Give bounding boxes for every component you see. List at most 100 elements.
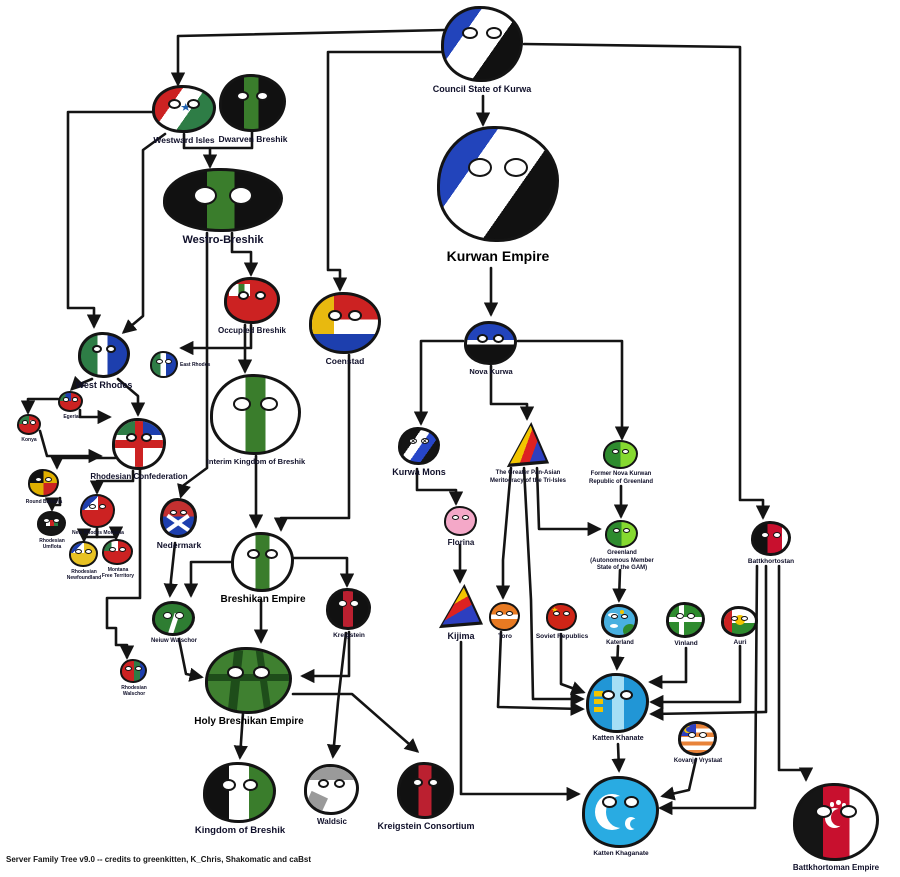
rhodesian-umflota-eyes	[43, 518, 61, 524]
rhodesian-umflota-eye-icon	[43, 518, 51, 524]
battkhortostan-eye-icon	[772, 531, 781, 538]
nedermark-eyes	[167, 509, 189, 515]
katerland-eye-icon	[610, 614, 618, 620]
node-council-state-of-kurwa-ball	[441, 6, 523, 82]
rhodesian-walschor-eye-icon	[125, 666, 133, 672]
former-nova-kurwan-greenland-eye-icon	[611, 448, 619, 454]
new-rhodes-montana-eye-icon	[88, 503, 96, 509]
node-occupied-breshik-ball	[224, 277, 280, 324]
vinland-decor-1	[669, 617, 702, 622]
node-nova-kurwa-ball	[464, 321, 517, 365]
node-waldsic-ball	[304, 764, 359, 815]
kurwa-mons-eye-icon: ✕	[420, 438, 429, 445]
battkhortoman-empire-eye-icon	[840, 804, 858, 818]
battkhortoman-empire-eye-icon	[814, 804, 832, 818]
katten-khaganate-eye-icon	[624, 796, 640, 809]
rhodesian-newfoundland-eye-icon	[84, 548, 92, 554]
node-kurwa-mons-ball: ✕✕	[398, 427, 440, 465]
dwarven-breshik-eyes	[231, 90, 275, 101]
konya-decor-0	[19, 416, 29, 425]
soviet-republics-eyes	[552, 611, 571, 617]
kingdom-of-breshik-eye-icon	[221, 779, 237, 792]
node-holy-breshikan-empire-ball	[205, 647, 292, 714]
vinland-eye-icon	[675, 612, 684, 619]
node-kurwan-empire-ball	[437, 126, 559, 242]
battkhortostan-eyes	[759, 531, 783, 538]
new-rhodes-montana-eye-icon	[99, 503, 107, 509]
node-round-baltavia-ball	[28, 469, 59, 497]
toro-eye-icon	[496, 610, 504, 616]
montana-free-territory-eye-icon	[118, 546, 126, 552]
waldsic-eyes	[314, 778, 349, 788]
konya-eye-icon	[21, 420, 28, 426]
coenstad-eyes	[321, 309, 369, 321]
west-rhodes-eyes	[87, 345, 120, 354]
katten-khanate-eyes	[597, 690, 638, 701]
vinland-eye-icon	[687, 612, 696, 619]
katten-khanate-eye-icon	[620, 690, 634, 701]
node-auri-ball	[721, 606, 758, 637]
nova-kurwa-eye-icon	[492, 333, 504, 343]
soviet-republics-decor-0	[551, 606, 559, 613]
westro-breshik-eye-icon	[228, 186, 253, 206]
rhodesian-confederation-decor-0	[115, 421, 139, 435]
florina-eyes	[450, 514, 471, 520]
kurwan-empire-eyes	[456, 157, 540, 177]
dwarven-breshik-eye-icon	[236, 90, 250, 101]
kovanje-vrystaat-eye-icon	[687, 731, 696, 738]
node-egeria-ball	[58, 391, 83, 412]
auri-decor-0	[724, 609, 733, 634]
nedermark-eye-icon	[169, 509, 177, 515]
kurwan-empire-eye-icon	[503, 157, 528, 177]
katerland-eyes	[608, 614, 630, 620]
coenstad-eye-icon	[327, 309, 342, 321]
rhodesian-walschor-eyes	[125, 666, 142, 672]
kurwa-mons-eyes: ✕✕	[406, 438, 432, 445]
soviet-republics-eye-icon	[553, 611, 561, 617]
former-nova-kurwan-greenland-eyes	[609, 448, 631, 454]
konya-eye-icon	[29, 420, 37, 426]
katten-khaganate-decor-3	[629, 818, 640, 830]
east-rhodes-eye-icon	[165, 358, 173, 364]
credits-text: Server Family Tree v9.0 -- credits to gr…	[6, 855, 312, 864]
rhodesian-newfoundland-eye-icon	[75, 548, 83, 554]
rhodesian-newfoundland-eyes	[75, 548, 93, 554]
coenstad-eye-icon	[348, 309, 363, 321]
konya-eyes	[21, 420, 37, 426]
katten-khanate-decor-0	[611, 676, 625, 730]
holy-breshikan-empire-eye-icon	[252, 665, 270, 679]
soviet-republics-eye-icon	[562, 611, 570, 617]
node-vinland-ball	[666, 602, 705, 638]
node-katten-khaganate-ball	[582, 776, 659, 848]
node-neiuw-walschor-ball	[152, 601, 195, 636]
toro-eyes	[495, 610, 514, 616]
egeria-eye-icon	[71, 397, 79, 403]
node-rhodesian-umflota-ball	[37, 511, 66, 536]
westward-isles-eye-icon	[186, 98, 200, 109]
kreigstein-consortium-eye-icon	[411, 778, 423, 788]
westro-breshik-eye-icon	[193, 186, 218, 206]
node-katten-khanate-ball	[586, 673, 649, 733]
battkhortoman-empire-decor-3	[836, 799, 841, 805]
rhodesian-confederation-eyes	[122, 432, 157, 442]
occupied-breshik-eye-icon	[254, 290, 266, 300]
breshikan-empire-eye-icon	[265, 549, 279, 560]
egeria-eyes	[62, 397, 79, 403]
kurwan-empire-eye-icon	[468, 157, 493, 177]
vinland-eyes	[674, 612, 698, 619]
kreigstein-eye-icon	[350, 600, 360, 608]
katerland-decor-3	[610, 623, 619, 628]
montana-free-territory-decor-0	[104, 541, 118, 551]
westward-isles-decor-0	[180, 103, 191, 111]
rhodesian-walschor-eye-icon	[134, 666, 142, 672]
florina-eye-icon	[461, 514, 469, 520]
westward-isles-eye-icon	[168, 98, 182, 109]
egeria-decor-0	[60, 393, 71, 402]
westward-isles-eyes	[163, 98, 205, 109]
node-kreigstein-consortium-ball	[397, 762, 454, 819]
neiuw-walschor-eyes	[160, 611, 187, 619]
battkhortoman-empire-eyes	[807, 804, 865, 818]
egeria-eye-icon	[62, 397, 70, 403]
rhodesian-umflota-decor-0	[46, 520, 58, 527]
